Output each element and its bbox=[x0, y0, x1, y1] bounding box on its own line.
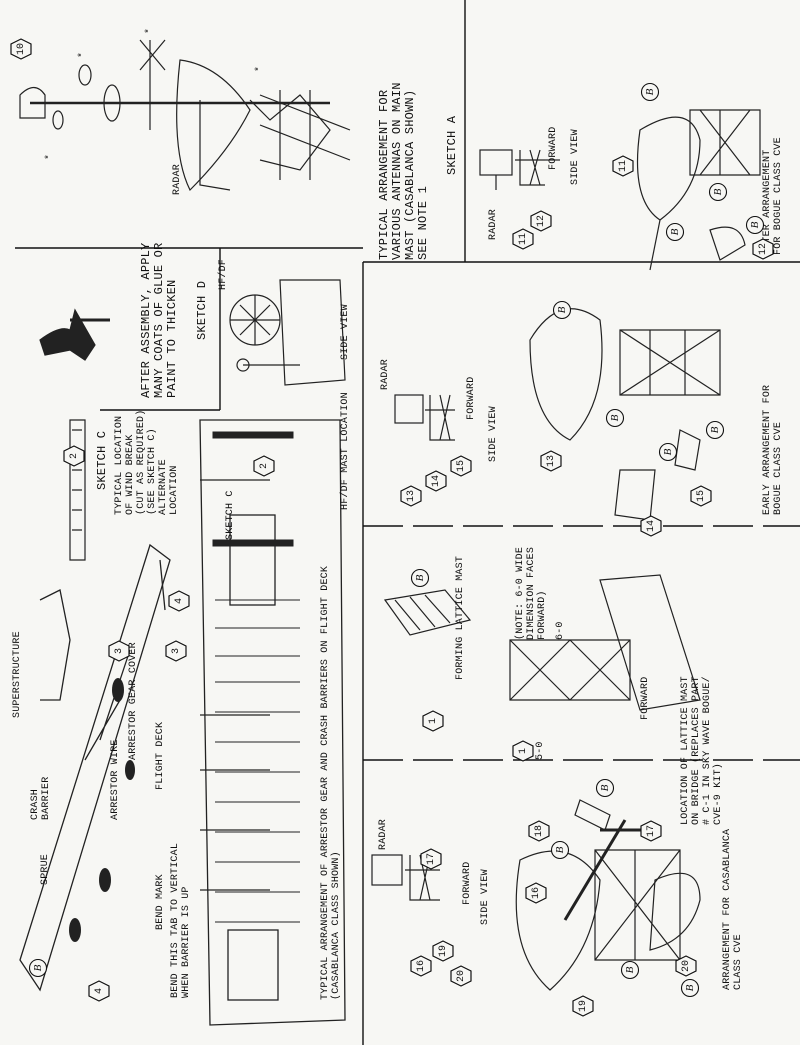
hfdf-mast-location-label: HF/DF MAST LOCATION bbox=[340, 392, 351, 510]
later-bogue-perspective bbox=[636, 109, 761, 271]
lattice-forward-label: FORWARD bbox=[640, 676, 651, 720]
lattice-mast bbox=[383, 574, 701, 711]
b-marker: B bbox=[640, 82, 660, 102]
b-marker: B bbox=[28, 958, 48, 978]
part-13-callout: 13 bbox=[540, 450, 562, 472]
early-bogue-forward-label: FORWARD bbox=[466, 376, 477, 420]
dimension-5-0: 5-0 bbox=[535, 741, 546, 760]
flight-deck-wires bbox=[212, 431, 300, 923]
part-4-callout: 4 bbox=[88, 980, 110, 1002]
casablanca-side-view-label: SIDE VIEW bbox=[480, 869, 491, 925]
part-19-side-callout: 19 bbox=[432, 940, 454, 962]
b-marker: B bbox=[658, 442, 678, 462]
later-bogue-side-view-label: SIDE VIEW bbox=[570, 129, 581, 185]
part-15-callout: 15 bbox=[690, 485, 712, 507]
sketch-c-reference: SKETCH C bbox=[225, 490, 236, 540]
b-marker: B bbox=[745, 215, 765, 235]
forming-lattice-label: FORMING LATTICE MAST bbox=[455, 555, 466, 680]
part-3-deck-callout: 3 bbox=[165, 640, 187, 662]
part-11-side-callout: 11 bbox=[512, 228, 534, 250]
lattice-location-label: LOCATION OF LATTICE MAST ON BRIDGE (REPL… bbox=[680, 676, 724, 825]
part-19-callout: 19 bbox=[572, 995, 594, 1017]
part-11-callout: 11 bbox=[612, 155, 634, 177]
crash-barrier-label: CRASH BARRIER bbox=[30, 776, 52, 820]
early-bogue-caption: EARLY ARRANGEMENT FOR BOGUE CLASS CVE bbox=[762, 384, 784, 515]
part-14-side-callout: 14 bbox=[425, 470, 447, 492]
b-marker: B bbox=[552, 300, 572, 320]
hfdf-side-view bbox=[229, 279, 346, 386]
sketch-d-label: SKETCH D bbox=[195, 280, 209, 340]
bend-mark-label: BEND MARK bbox=[155, 874, 166, 930]
part-20-callout: 20 bbox=[675, 955, 697, 977]
lattice-note: (NOTE: 6-0 WIDE DIMENSION FACES FORWARD) bbox=[515, 546, 548, 640]
later-bogue-forward-label: FORWARD bbox=[548, 126, 559, 170]
part-1-callout: 1 bbox=[422, 710, 444, 732]
part-12-callout: 12 bbox=[752, 238, 774, 260]
bend-note-label: BEND THIS TAB TO VERTICAL WHEN BARRIER I… bbox=[170, 842, 192, 998]
part-17-callout: 17 bbox=[640, 820, 662, 842]
part-2-sketch-c-callout: 2 bbox=[63, 445, 85, 467]
hfdf-side-view-label: SIDE VIEW bbox=[340, 304, 351, 360]
sketch-d-note: AFTER ASSEMBLY, APPLY MANY COATS OF GLUE… bbox=[139, 242, 179, 398]
hfdf-label: HF/DF bbox=[218, 258, 229, 290]
part-16-side-callout: 16 bbox=[410, 955, 432, 977]
b-marker: B bbox=[708, 182, 728, 202]
later-bogue-radar-label: RADAR bbox=[488, 208, 499, 240]
early-bogue-side-view-label: SIDE VIEW bbox=[488, 406, 499, 462]
flight-deck-label: FLIGHT DECK bbox=[155, 721, 166, 790]
flight-deck-perspective bbox=[19, 543, 171, 992]
early-bogue-side-view bbox=[394, 394, 455, 441]
part-13-side-callout: 13 bbox=[400, 485, 422, 507]
b-marker: B bbox=[665, 222, 685, 242]
early-bogue-radar-label: RADAR bbox=[380, 358, 391, 390]
part-14-callout: 14 bbox=[640, 515, 662, 537]
sketch-c-label: SKETCH C bbox=[95, 430, 109, 490]
part-4-deck-callout: 4 bbox=[168, 590, 190, 612]
dimension-6-0: 6-0 bbox=[555, 621, 566, 640]
part-3-callout: 3 bbox=[108, 640, 130, 662]
part-17-side-callout: 17 bbox=[420, 848, 442, 870]
part-15-side-callout: 15 bbox=[450, 455, 472, 477]
sketch-a-radar-label: RADAR bbox=[172, 163, 183, 195]
part-1-lattice-callout: 1 bbox=[512, 740, 534, 762]
sketch-d-shape bbox=[39, 308, 110, 361]
part-10-callout: 10 bbox=[10, 38, 32, 60]
casablanca-caption: ARRANGEMENT FOR CASABLANCA CLASS CVE bbox=[722, 828, 744, 990]
sprue-label: SPRUE bbox=[40, 853, 51, 885]
sketch-a-title: TYPICAL ARRANGEMENT FOR VARIOUS ANTENNAS… bbox=[377, 82, 430, 260]
sketch-a-mast bbox=[19, 39, 351, 192]
asterisk-mark: * bbox=[45, 153, 56, 160]
later-bogue-side-view bbox=[479, 149, 560, 190]
casablanca-side-view bbox=[371, 854, 440, 901]
asterisk-mark: * bbox=[255, 65, 266, 72]
casablanca-forward-label: FORWARD bbox=[462, 861, 473, 905]
casablanca-radar-label: RADAR bbox=[378, 818, 389, 850]
part-12-side-callout: 12 bbox=[530, 210, 552, 232]
b-marker: B bbox=[550, 840, 570, 860]
b-marker: B bbox=[595, 778, 615, 798]
asterisk-mark: * bbox=[145, 27, 156, 34]
b-marker: B bbox=[620, 960, 640, 980]
b-marker: B bbox=[705, 420, 725, 440]
b-marker: B bbox=[410, 568, 430, 588]
flight-deck-caption: TYPICAL ARRANGEMENT OF ARRESTOR GEAR AND… bbox=[320, 565, 342, 1000]
arrestor-wire-label: ARRESTOR WIRE bbox=[110, 739, 121, 820]
flight-deck-outline bbox=[199, 419, 346, 1026]
part-16-callout: 16 bbox=[525, 882, 547, 904]
asterisk-mark: * bbox=[78, 51, 89, 58]
sketch-a-label: SKETCH A bbox=[445, 115, 459, 175]
b-marker: B bbox=[680, 978, 700, 998]
wind-break-note: TYPICAL LOCATION OF WIND BREAK (CUT AS R… bbox=[114, 409, 180, 515]
sketch-c-drawing bbox=[69, 419, 86, 561]
part-18-callout: 18 bbox=[528, 820, 550, 842]
part-2-callout: 2 bbox=[253, 455, 275, 477]
crash-barriers bbox=[69, 678, 135, 942]
superstructure-label: SUPERSTRUCTURE bbox=[12, 631, 23, 718]
part-20-side-callout: 20 bbox=[450, 965, 472, 987]
b-marker: B bbox=[605, 408, 625, 428]
